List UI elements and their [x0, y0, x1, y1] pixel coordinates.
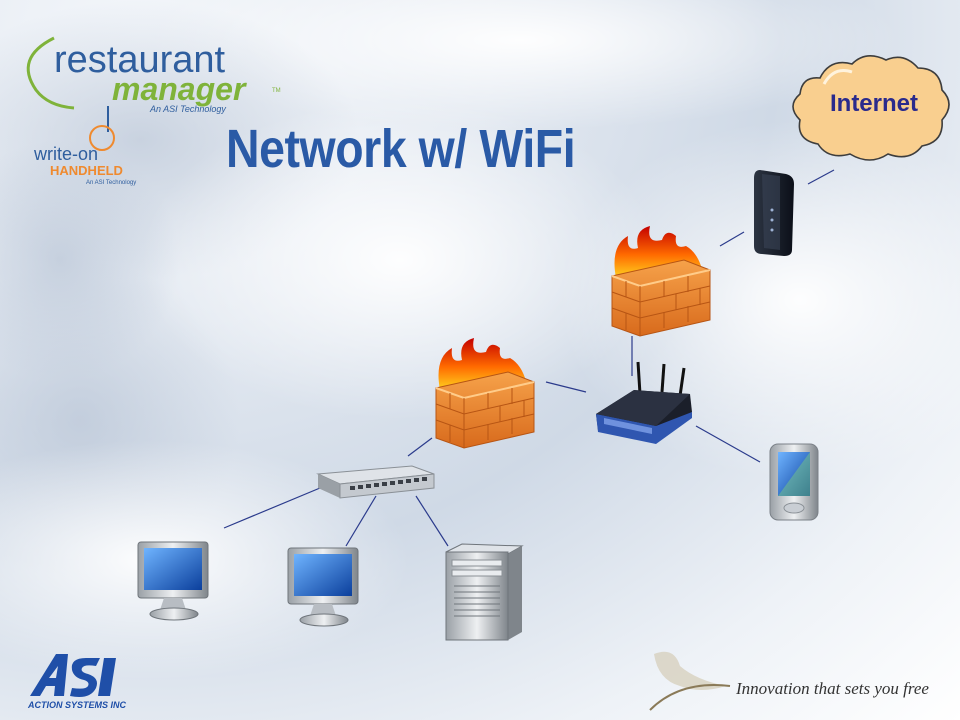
logo-trademark: TM: [272, 88, 281, 94]
footer-tagline: Innovation that sets you free: [649, 651, 929, 711]
link-switch-pc1: [223, 487, 321, 529]
wifi-router-icon: [596, 361, 692, 444]
link-switch-server: [415, 495, 449, 547]
firewall-icon-upper: [611, 226, 711, 337]
link-router-firewall: [545, 381, 587, 393]
link-firewall-switch: [407, 437, 433, 457]
desktop-monitor-icon-1: [137, 541, 209, 621]
link-modem-firewall: [719, 231, 745, 247]
server-tower-icon: [445, 543, 524, 641]
network-switch-icon: [316, 465, 435, 499]
asi-logo: ACTION SYSTEMS INC: [27, 654, 127, 710]
logo-product-sub: An ASI Technology: [86, 180, 136, 186]
link-router-handheld: [695, 425, 761, 463]
slide-title: Network w/ WiFi: [226, 119, 576, 179]
connection-lines: [223, 169, 835, 547]
logo-line2: manager: [112, 71, 247, 107]
internet-cloud: Internet: [792, 55, 950, 161]
asi-company-name: ACTION SYSTEMS INC: [27, 700, 127, 710]
cloud-label: Internet: [830, 90, 918, 117]
logo-product1: write-on: [33, 144, 98, 164]
firewall-icon-lower: [435, 338, 535, 449]
handheld-device-icon: [769, 443, 819, 521]
desktop-monitor-icon-2: [287, 547, 359, 627]
modem-icon: [754, 170, 794, 256]
feather-icon: [654, 651, 726, 690]
tagline-text: Innovation that sets you free: [735, 679, 929, 698]
logo-line1: restaurant: [54, 39, 226, 81]
link-internet-modem: [807, 169, 835, 185]
link-switch-pc2: [345, 495, 377, 547]
logo-product2: HANDHELD: [50, 163, 123, 178]
restaurant-manager-logo: restaurant manager TM An ASI Technology …: [26, 36, 281, 186]
logo-sub: An ASI Technology: [149, 104, 226, 114]
